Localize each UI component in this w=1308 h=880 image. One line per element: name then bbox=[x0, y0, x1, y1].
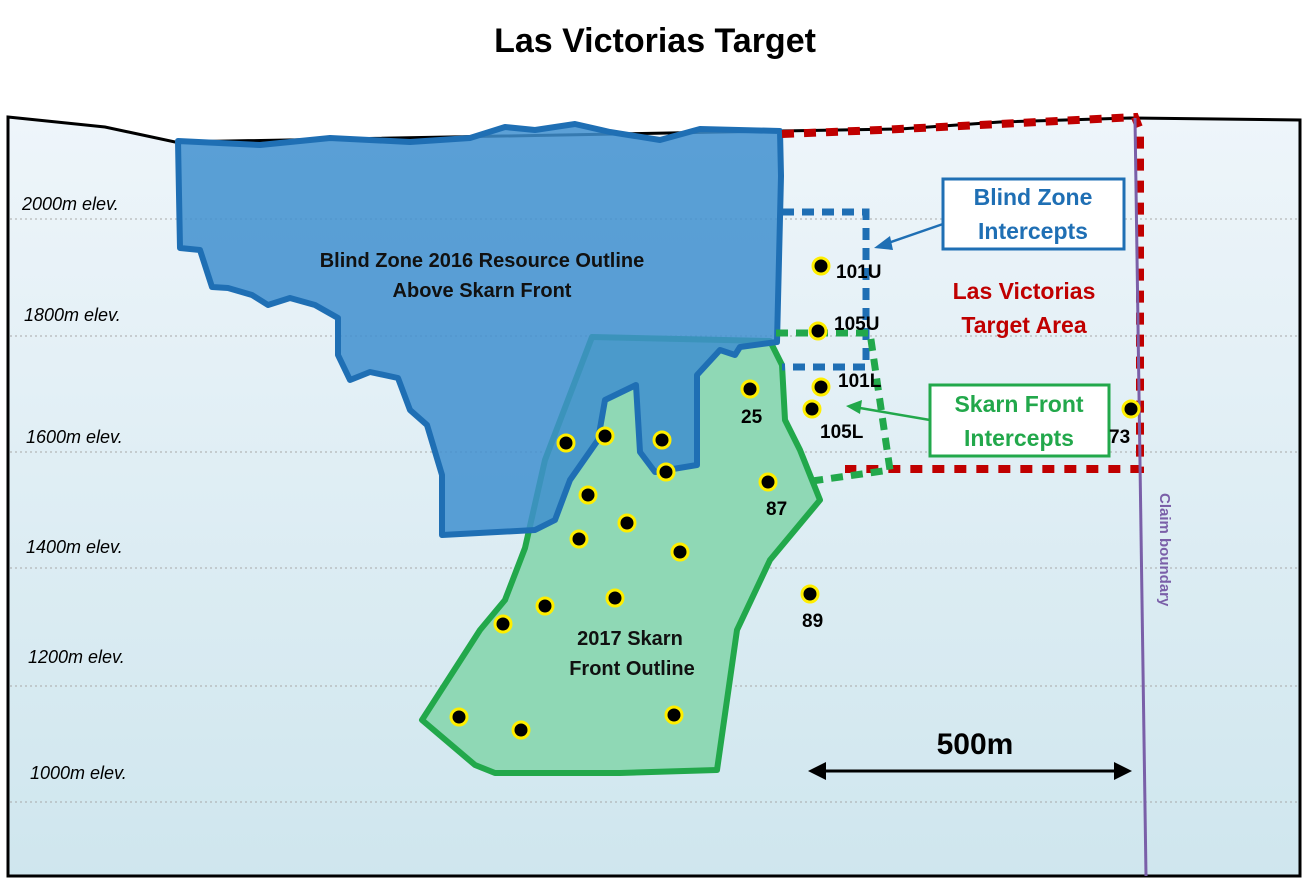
drill-hole bbox=[493, 614, 513, 634]
drill-hole-label-105u: 105U bbox=[834, 314, 879, 335]
drill-hole bbox=[656, 462, 676, 482]
drill-hole-label-89: 89 bbox=[802, 611, 823, 632]
drill-hole bbox=[670, 542, 690, 562]
skarn-front-callout-line1: Skarn Front bbox=[954, 391, 1083, 417]
drill-hole bbox=[556, 433, 576, 453]
drill-hole bbox=[664, 705, 684, 725]
drill-hole-label-101l: 101L bbox=[838, 371, 882, 392]
drill-hole-101l bbox=[811, 377, 831, 397]
elevation-label-1000: 1000m elev. bbox=[30, 763, 127, 783]
drill-hole-87 bbox=[758, 472, 778, 492]
drill-hole-73 bbox=[1121, 399, 1141, 419]
drill-hole bbox=[578, 485, 598, 505]
blind-zone-callout-line1: Blind Zone bbox=[974, 184, 1093, 210]
drill-hole-25 bbox=[740, 379, 760, 399]
drill-hole bbox=[617, 513, 637, 533]
blind-zone-label-line2: Above Skarn Front bbox=[393, 280, 572, 302]
drill-hole bbox=[511, 720, 531, 740]
blind-zone-intercepts-box bbox=[782, 208, 870, 371]
drill-hole-label-101u: 101U bbox=[836, 262, 881, 283]
skarn-front-outline bbox=[419, 334, 823, 776]
drill-hole-105u bbox=[808, 321, 828, 341]
drill-hole bbox=[605, 588, 625, 608]
blind-zone-callout-arrow bbox=[874, 222, 944, 250]
drill-hole-labels: 101U 105U 101L 105L 25 87 89 73 bbox=[741, 262, 1130, 632]
drill-hole bbox=[449, 707, 469, 727]
drill-hole-markers bbox=[449, 256, 1141, 740]
claim-boundary-line bbox=[1133, 117, 1148, 877]
drill-hole-label-87: 87 bbox=[766, 499, 787, 520]
scale-bar-label: 500m bbox=[937, 728, 1014, 761]
scale-bar: 500m bbox=[808, 728, 1132, 780]
blind-zone-label-line1: Blind Zone 2016 Resource Outline bbox=[320, 250, 645, 272]
drill-hole-label-25: 25 bbox=[741, 407, 763, 428]
skarn-front-label-line2: Front Outline bbox=[569, 658, 695, 680]
blind-zone-callout-line2: Intercepts bbox=[978, 218, 1088, 244]
drill-hole-101u bbox=[811, 256, 831, 276]
elevation-label-1800: 1800m elev. bbox=[24, 305, 121, 325]
drill-hole-89 bbox=[800, 584, 820, 604]
skarn-front-label-line1: 2017 Skarn bbox=[577, 628, 683, 650]
blind-zone-intercepts-callout: Blind Zone Intercepts bbox=[941, 177, 1126, 251]
drill-hole bbox=[535, 596, 555, 616]
drill-hole-105l bbox=[802, 399, 822, 419]
elevation-label-1400: 1400m elev. bbox=[26, 537, 123, 557]
drill-hole bbox=[652, 430, 672, 450]
elevation-label-1200: 1200m elev. bbox=[28, 647, 125, 667]
skarn-front-intercepts-callout: Skarn Front Intercepts bbox=[928, 383, 1111, 458]
skarn-front-callout-arrow bbox=[846, 400, 931, 422]
target-area-label-line2: Target Area bbox=[961, 312, 1086, 338]
target-area-label-line1: Las Victorias bbox=[953, 278, 1096, 304]
blind-zone-outline bbox=[175, 121, 784, 538]
drill-hole bbox=[569, 529, 589, 549]
drill-hole-label-105l: 105L bbox=[820, 422, 864, 443]
elevation-label-2000: 2000m elev. bbox=[21, 194, 119, 214]
claim-boundary-label: Claim boundary bbox=[1156, 493, 1173, 607]
drill-hole-label-73: 73 bbox=[1109, 427, 1130, 448]
elevation-label-1600: 1600m elev. bbox=[26, 427, 123, 447]
skarn-front-callout-line2: Intercepts bbox=[964, 425, 1074, 451]
elevation-labels: 2000m elev. 1800m elev. 1600m elev. 1400… bbox=[21, 194, 127, 783]
diagram-title: Las Victorias Target bbox=[494, 22, 816, 60]
drill-hole bbox=[595, 426, 615, 446]
